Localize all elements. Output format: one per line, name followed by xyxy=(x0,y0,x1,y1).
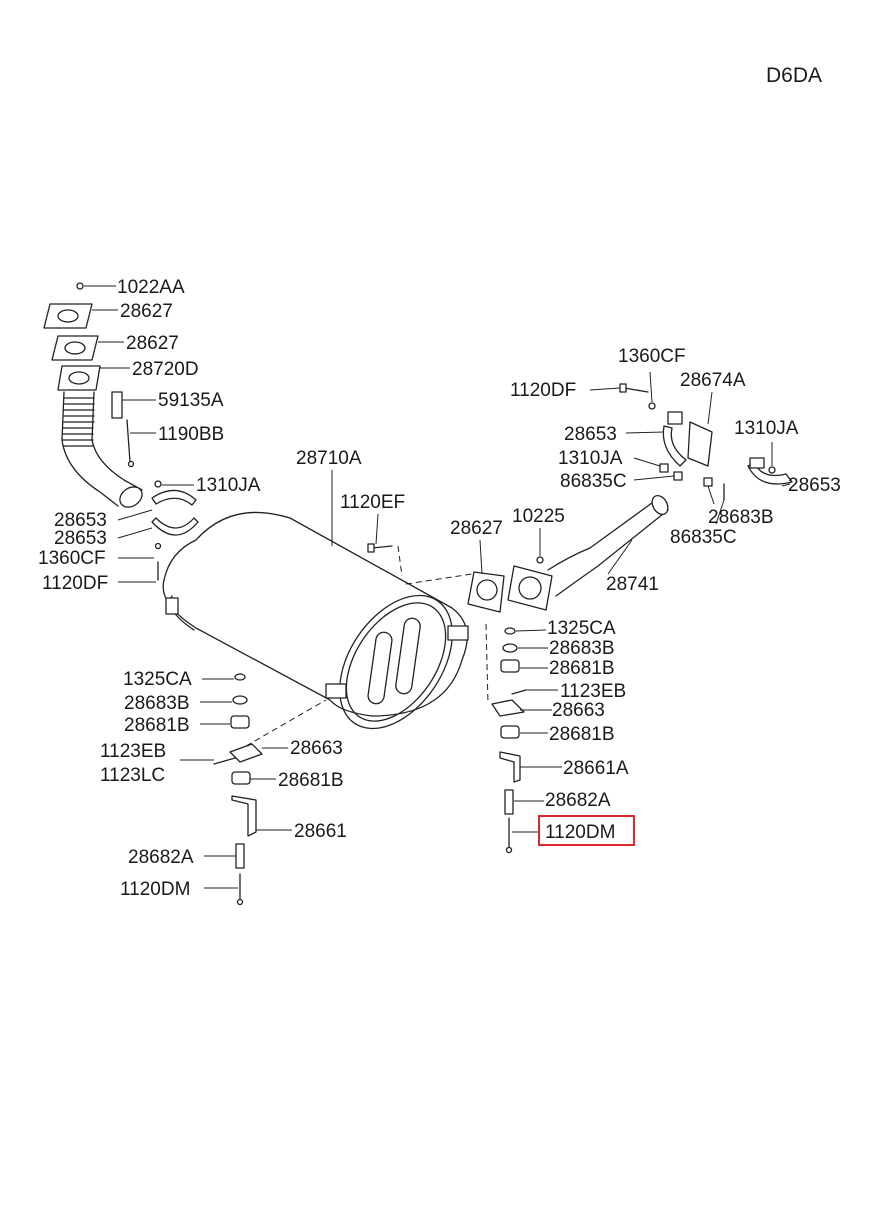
part-label-28663-right[interactable]: 28663 xyxy=(552,700,605,721)
part-label-28627-c[interactable]: 28627 xyxy=(450,518,503,539)
part-label-28681B-left-1[interactable]: 28681B xyxy=(124,715,190,736)
part-label-1360CF-left[interactable]: 1360CF xyxy=(38,548,106,569)
part-label-1022AA[interactable]: 1022AA xyxy=(117,277,185,298)
part-label-1120DF-left[interactable]: 1120DF xyxy=(42,573,108,594)
part-label-28683B-right[interactable]: 28683B xyxy=(708,507,774,528)
part-labels: 1022AA 28627 28627 28720D 59135A 1190BB … xyxy=(38,277,841,900)
part-label-28683B-left[interactable]: 28683B xyxy=(124,693,190,714)
part-label-59135A[interactable]: 59135A xyxy=(158,390,224,411)
part-label-28653-left-1[interactable]: 28653 xyxy=(54,510,107,531)
diagram-code: D6DA xyxy=(766,64,822,87)
front-pipe-assembly xyxy=(43,282,199,581)
part-label-28681B-mid-1[interactable]: 28681B xyxy=(549,658,615,679)
part-label-28661A[interactable]: 28661A xyxy=(563,758,629,779)
part-label-1120EF[interactable]: 1120EF xyxy=(340,492,405,513)
part-label-10225[interactable]: 10225 xyxy=(512,506,565,527)
left-mount-stack xyxy=(213,673,327,906)
tail-pipe-assembly xyxy=(405,495,669,613)
part-label-1325CA-right[interactable]: 1325CA xyxy=(547,618,616,639)
part-label-86835C-b[interactable]: 86835C xyxy=(670,527,737,548)
part-label-1120DF-right[interactable]: 1120DF xyxy=(510,380,576,401)
part-label-1123EB-left[interactable]: 1123EB xyxy=(100,741,166,762)
center-mount-stack xyxy=(485,623,527,854)
part-label-1310JA-left[interactable]: 1310JA xyxy=(196,475,261,496)
part-label-86835C-a[interactable]: 86835C xyxy=(560,471,627,492)
part-label-1190BB[interactable]: 1190BB xyxy=(158,424,224,445)
part-label-28720D[interactable]: 28720D xyxy=(132,359,199,380)
part-label-28627-a[interactable]: 28627 xyxy=(120,301,173,322)
part-label-28661[interactable]: 28661 xyxy=(294,821,347,842)
part-label-1123EB-right[interactable]: 1123EB xyxy=(560,681,626,702)
part-label-28682A-right[interactable]: 28682A xyxy=(545,790,611,811)
part-label-28653-right-2[interactable]: 28653 xyxy=(788,475,841,496)
rear-hanger-assembly xyxy=(619,383,793,501)
part-label-1120DM-right[interactable]: 1120DM xyxy=(545,822,615,843)
part-label-28683B-mid[interactable]: 28683B xyxy=(549,638,615,659)
part-label-1120DM-left[interactable]: 1120DM xyxy=(120,879,190,900)
part-label-28627-b[interactable]: 28627 xyxy=(126,333,179,354)
part-label-28663-left[interactable]: 28663 xyxy=(290,738,343,759)
part-label-28681B-left-2[interactable]: 28681B xyxy=(278,770,344,791)
muffler-assembly xyxy=(162,511,469,730)
part-label-1310JA-right-2[interactable]: 1310JA xyxy=(558,448,623,469)
part-label-28674A[interactable]: 28674A xyxy=(680,370,746,391)
leader-lines xyxy=(84,285,791,889)
part-label-28710A[interactable]: 28710A xyxy=(296,448,362,469)
part-label-28653-left-2[interactable]: 28653 xyxy=(54,528,107,549)
bolt-1120ef xyxy=(367,543,393,553)
part-label-1360CF-right[interactable]: 1360CF xyxy=(618,346,686,367)
part-label-1325CA-left[interactable]: 1325CA xyxy=(123,669,192,690)
part-label-1123LC[interactable]: 1123LC xyxy=(100,765,165,786)
part-label-1310JA-right-1[interactable]: 1310JA xyxy=(734,418,799,439)
part-label-28741[interactable]: 28741 xyxy=(606,574,659,595)
part-label-28681B-mid-2[interactable]: 28681B xyxy=(549,724,615,745)
part-label-28682A-left[interactable]: 28682A xyxy=(128,847,194,868)
highlight-box-1120DM xyxy=(538,815,635,846)
part-label-28653-right-1[interactable]: 28653 xyxy=(564,424,617,445)
